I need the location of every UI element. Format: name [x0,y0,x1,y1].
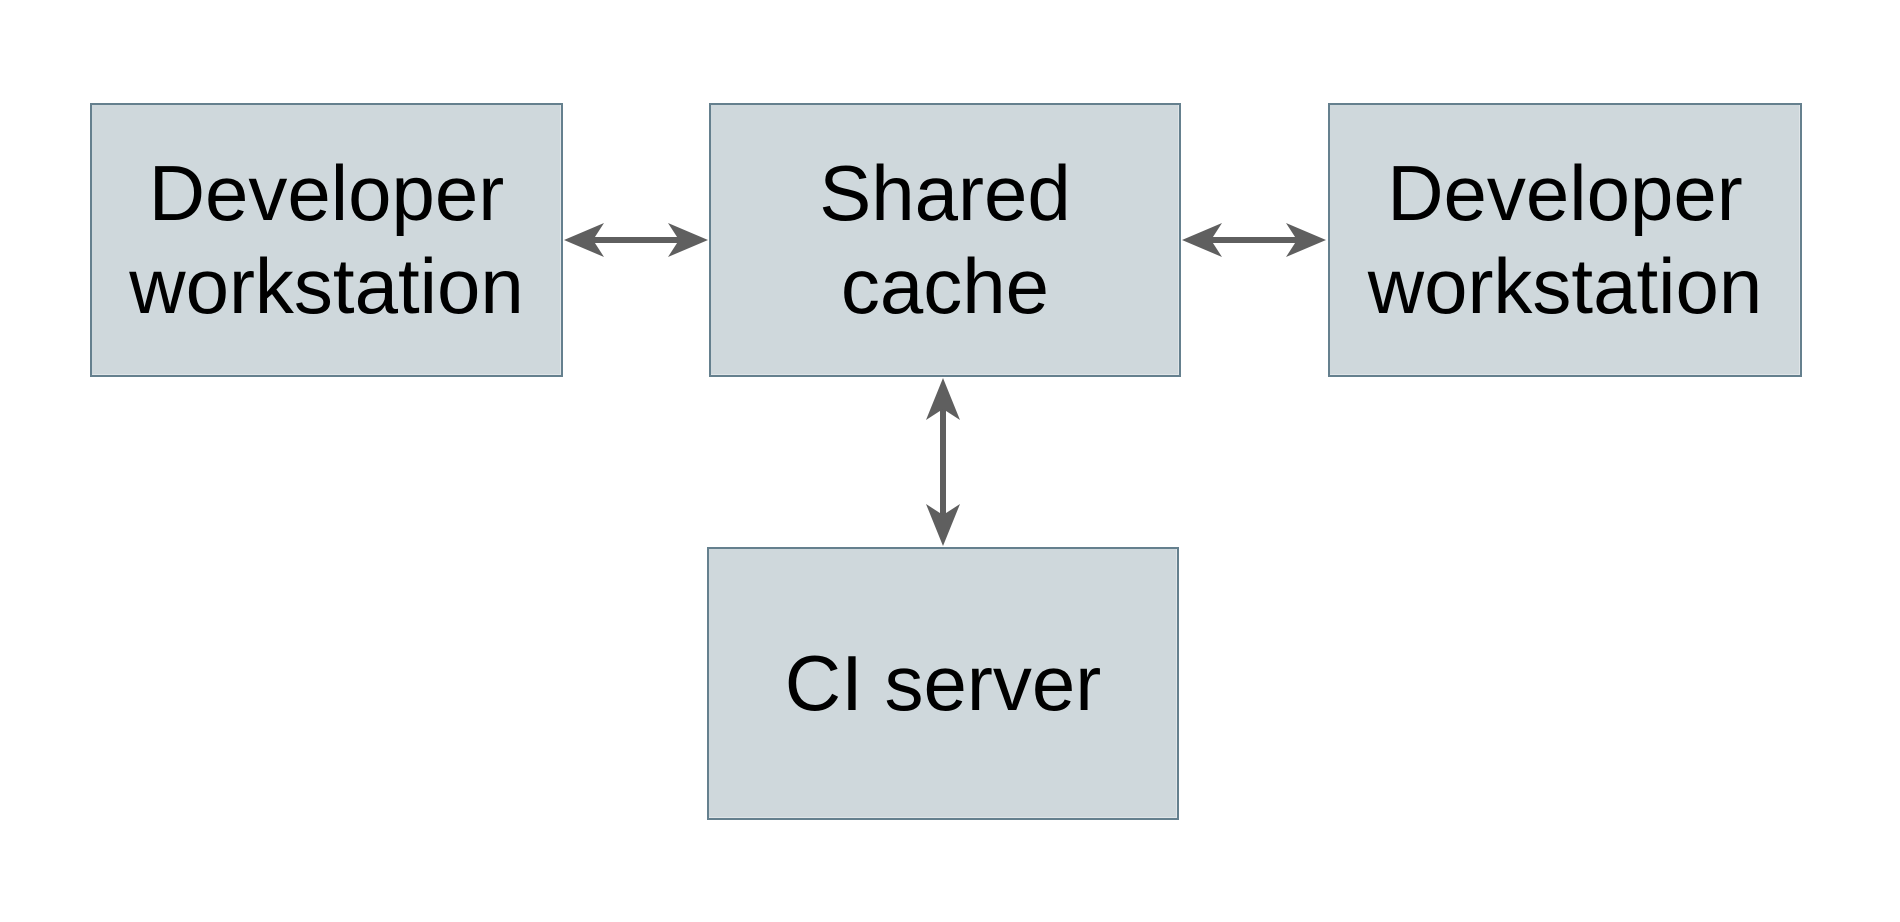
node-developer-workstation-left: Developer workstation [90,103,563,377]
bidirectional-arrow-icon [1182,223,1326,257]
node-label-developer-workstation-left: Developer workstation [129,149,524,330]
node-shared-cache: Shared cache [709,103,1181,377]
edge-shared-cache-right-workstation [1181,220,1327,260]
bidirectional-arrow-icon [564,223,708,257]
node-developer-workstation-right: Developer workstation [1328,103,1802,377]
bidirectional-arrow-icon [926,378,960,546]
node-label-ci-server: CI server [784,639,1102,727]
edge-left-workstation-shared-cache [563,220,709,260]
edge-shared-cache-ci-server [923,377,963,547]
node-label-shared-cache: Shared cache [819,149,1071,330]
node-label-developer-workstation-right: Developer workstation [1367,149,1763,330]
node-ci-server: CI server [707,547,1179,820]
